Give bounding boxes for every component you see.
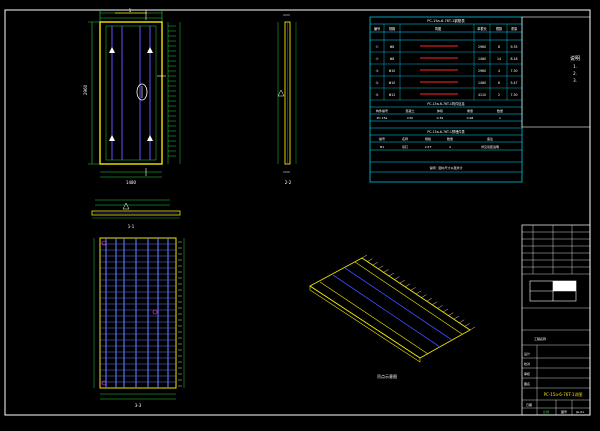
sub-header-0: 构件编号 xyxy=(376,108,388,113)
rebar-cell-4-5: 7.30 xyxy=(510,93,517,97)
sub-header-2: 体积 xyxy=(437,108,443,113)
rebar-table-title: PC-15a-6-76T-1钢筋表 xyxy=(427,18,465,23)
embed-header-2: 规格 xyxy=(425,136,431,141)
rebar-cell-3-5: 5.47 xyxy=(510,81,517,85)
rebar-cell-3-4: 6 xyxy=(498,81,500,85)
rebar-cell-0-3: 2960 xyxy=(478,45,486,49)
embed-header-3: 数量 xyxy=(447,136,453,141)
notes-title: 说明 xyxy=(570,55,580,62)
tb-number-label: 图号 xyxy=(561,409,567,414)
rebar-header-0: 编号 xyxy=(374,26,380,31)
tb-drawing-label: 图名 xyxy=(524,381,530,386)
rebar-cell-2-5: 7.30 xyxy=(510,69,517,73)
embed-cell-3: 4 xyxy=(449,145,451,149)
plan-section-label: 1-1 xyxy=(128,224,135,229)
sub-cell-2: 0.39 xyxy=(437,116,444,120)
embed-header-0: 编号 xyxy=(379,136,385,141)
svg-text:2960: 2960 xyxy=(83,84,88,95)
tb-review-label: 审核 xyxy=(524,371,530,376)
tb-drawing-no: JG-01 xyxy=(575,410,584,414)
notes-line-0: 1. xyxy=(573,64,577,69)
embed-cell-4: 详见吊装说明 xyxy=(481,144,499,149)
table-note: 说明：图中尺寸以毫米计 xyxy=(429,165,462,170)
rebar-cell-2-3: 2960 xyxy=(478,69,486,73)
rebar-cell-1-3: 1480 xyxy=(478,57,486,61)
tb-design-label: 设计 xyxy=(524,351,530,356)
tb-project-label: 工程名称 xyxy=(534,336,546,341)
rebar-cell-0-1: Φ8 xyxy=(390,45,395,49)
rebar-cell-1-5: 8.18 xyxy=(510,57,517,61)
rebar-cell-0-0: ① xyxy=(376,45,379,49)
rebar-cell-4-1: Φ12 xyxy=(389,93,396,97)
tb-scale-label: 比例 xyxy=(543,409,549,414)
notes-line-1: 2. xyxy=(573,71,577,76)
embed-cell-2: 2.5T xyxy=(425,145,432,149)
rebar-cell-2-1: Φ10 xyxy=(389,69,396,73)
rebar-cell-4-0: ⑤ xyxy=(376,93,379,97)
rebar-cell-0-4: 8 xyxy=(498,45,500,49)
sub-header-4: 数量 xyxy=(497,108,503,113)
sub-cell-1: C30 xyxy=(407,116,413,120)
embed-header-4: 备注 xyxy=(487,136,493,141)
embed-cell-0: M1 xyxy=(380,145,385,149)
sub-header-1: 混凝土 xyxy=(405,108,414,113)
embed-header-1: 名称 xyxy=(402,136,408,141)
rebar-cell-1-1: Φ8 xyxy=(390,57,395,61)
rebar-header-1: 规格 xyxy=(389,26,396,31)
sub-cell-0: PC-15a xyxy=(377,116,388,120)
tb-date-label: 日期 xyxy=(526,402,532,407)
bottom-section-label: 3-3 xyxy=(135,403,142,408)
rebar-cell-1-4: 14 xyxy=(497,57,501,61)
section-1-1 xyxy=(91,199,181,219)
rebar-cell-3-3: 1480 xyxy=(478,81,486,85)
rebar-cell-2-0: ③ xyxy=(376,69,379,73)
svg-text:1480: 1480 xyxy=(126,180,137,185)
embed-cell-1: 吊钉 xyxy=(402,144,408,149)
rebar-cell-0-5: 9.35 xyxy=(510,45,517,49)
sub-cell-4: 1 xyxy=(499,116,501,120)
rebar-sub-title: PC-15a-6-76T-1构件信息 xyxy=(427,101,464,106)
reinforcement-view xyxy=(93,237,185,400)
side-section-label: 2-2 xyxy=(285,180,292,185)
sub-cell-3: 0.98 xyxy=(467,116,474,120)
rebar-header-3: 单根长 xyxy=(477,26,487,31)
rebar-cell-4-4: 2 xyxy=(498,93,500,97)
rebar-cell-3-0: ④ xyxy=(376,81,379,85)
rebar-cell-4-3: 4110 xyxy=(478,93,486,97)
sub-header-3: 重量 xyxy=(467,108,473,113)
title-block xyxy=(521,224,591,416)
rebar-header-5: 重量 xyxy=(511,26,518,31)
rebar-cell-3-1: Φ10 xyxy=(389,81,396,85)
sheet-border xyxy=(4,9,591,416)
rebar-cell-2-4: 4 xyxy=(498,69,500,73)
isometric-view xyxy=(309,254,476,363)
rebar-cell-1-0: ② xyxy=(376,57,379,61)
rebar-header-2: 简图 xyxy=(435,26,441,31)
svg-text:1: 1 xyxy=(129,8,132,13)
rebar-header-4: 根数 xyxy=(496,26,503,31)
tb-check-label: 校对 xyxy=(524,361,530,366)
plan-view: 1 2960 1480 xyxy=(83,8,181,185)
iso-view-label: 吊点示意图 xyxy=(377,373,397,379)
side-view xyxy=(277,14,297,173)
notes-line-2: 3. xyxy=(573,78,577,83)
embed-title: PC-15a-6-76T-1预埋件表 xyxy=(427,129,465,134)
notes-box xyxy=(521,16,591,128)
tb-drawing-title: PC-15a-6-76T-1详图 xyxy=(544,391,583,397)
